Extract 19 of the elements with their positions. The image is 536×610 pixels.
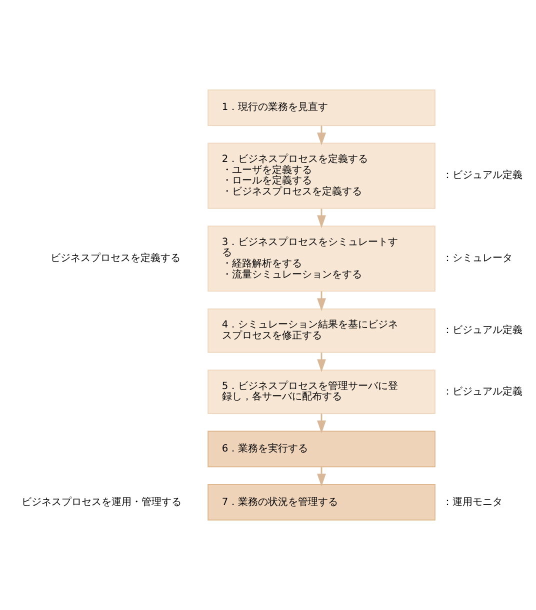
node-label: ：ビジュアル定義	[442, 325, 522, 336]
arrow	[317, 291, 326, 312]
node-box: 4．シミュレーション結果を基にビジネスプロセスを修正する	[208, 308, 436, 353]
node-label: ：運用モニタ	[442, 496, 502, 508]
label: ビジネスプロセスを運用・管理する	[22, 496, 182, 508]
node-box: 1．現行の業務を見直す	[208, 89, 436, 126]
node-box: 6．業務を実行する	[208, 430, 436, 468]
node-box: 7．業務の状況を管理する	[208, 484, 436, 521]
node-box: 5．ビジネスプロセスを管理サーバに登録し，各サーバに配布する	[208, 370, 436, 414]
arrow	[317, 126, 326, 146]
arrow	[317, 208, 326, 228]
node-box: 2．ビジネスプロセスを定義する ・ユーザを定義する ・ロールを定義する ・ビジネスプロセスを定義する	[208, 142, 436, 209]
arrow	[317, 414, 326, 434]
label: ビジネスプロセスを定義する	[50, 253, 180, 264]
node-label: ：ビジュアル定義	[442, 386, 522, 398]
node-label: ：シミュレータ	[442, 253, 512, 264]
node-box: 3．ビジネスプロセスをシミュレートする ・経路解析をする ・流量シミュレーションをする	[208, 226, 436, 292]
node-label: ：ビジュアル定義	[442, 170, 522, 182]
arrow	[317, 352, 326, 372]
